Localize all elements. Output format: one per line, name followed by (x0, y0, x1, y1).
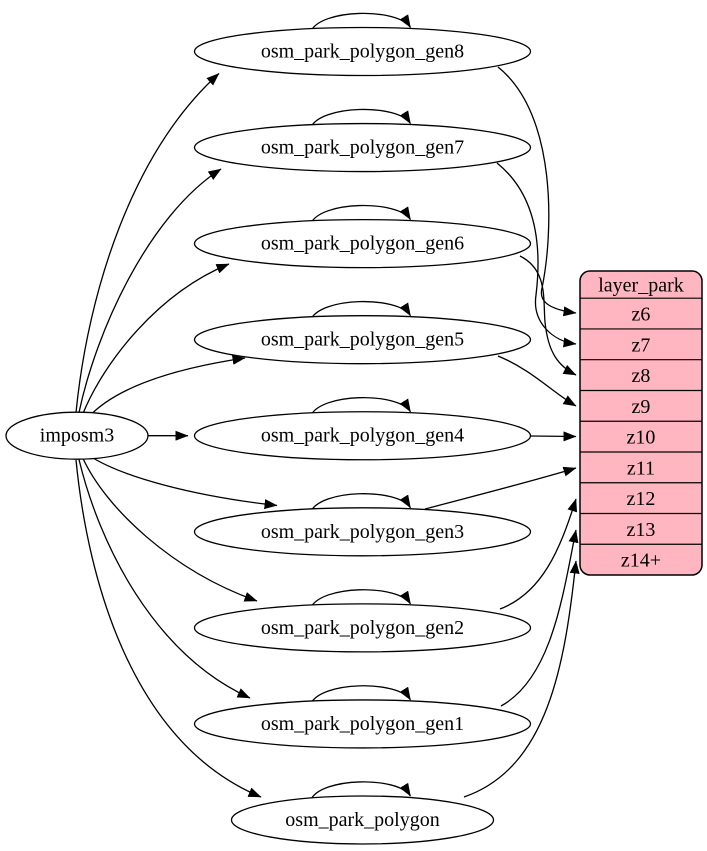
table-node-osm_park_polygon_gen7: osm_park_polygon_gen7 (193, 122, 532, 173)
edge-imposm3-to-osm_park_polygon_gen8 (75, 73, 220, 413)
edge-osm_park_polygon_gen3-to-z11 (424, 466, 577, 510)
layer-table-row-z12: z12 (627, 488, 656, 510)
self-loop-osm_park_polygon_gen1 (309, 685, 412, 705)
table-node-osm_park_polygon_gen4: osm_park_polygon_gen4 (193, 411, 532, 461)
source-node-imposm3: imposm3 (5, 411, 149, 460)
table-node-ellipse-osm_park_polygon_gen7 (193, 122, 532, 173)
layer-table-title: layer_park (598, 275, 684, 297)
self-loop-osm_park_polygon_gen5 (309, 300, 412, 321)
edge-osm_park_polygon_gen5-to-z9 (497, 355, 577, 407)
table-node-label-osm_park_polygon: osm_park_polygon (285, 809, 439, 831)
table-node-ellipse-osm_park_polygon_gen8 (193, 26, 532, 77)
table-node-label-osm_park_polygon_gen3: osm_park_polygon_gen3 (261, 521, 464, 543)
edge-imposm3-to-osm_park_polygon_gen7 (78, 168, 222, 413)
table-node-label-osm_park_polygon_gen1: osm_park_polygon_gen1 (261, 713, 464, 735)
table-node-osm_park_polygon_gen5: osm_park_polygon_gen5 (193, 315, 532, 365)
table-node-ellipse-osm_park_polygon_gen1 (193, 699, 532, 749)
table-node-label-osm_park_polygon_gen8: osm_park_polygon_gen8 (261, 41, 464, 63)
edge-imposm3-to-osm_park_polygon (75, 459, 262, 798)
table-node-osm_park_polygon_gen3: osm_park_polygon_gen3 (193, 507, 532, 557)
layer-table-row-z9: z9 (632, 396, 651, 418)
table-node-osm_park_polygon_gen2: osm_park_polygon_gen2 (193, 603, 532, 653)
table-node-osm_park_polygon_gen8: osm_park_polygon_gen8 (193, 26, 532, 77)
edge-osm_park_polygon_gen6-to-z8 (519, 255, 577, 376)
self-loop-osm_park_polygon_gen4 (309, 397, 412, 417)
table-node-label-osm_park_polygon_gen4: osm_park_polygon_gen4 (261, 425, 464, 447)
source-node-label: imposm3 (40, 425, 114, 447)
layer-table-row-z13: z13 (627, 519, 656, 541)
edge-osm_park_polygon_gen1-to-z13 (500, 529, 579, 707)
table-node-osm_park_polygon_gen1: osm_park_polygon_gen1 (193, 699, 532, 749)
self-loop-osm_park_polygon_gen6 (309, 204, 412, 225)
edge-imposm3-to-osm_park_polygon_gen5 (88, 354, 246, 417)
layer-table-layer_park: layer_park z6 z7 z8 z9 z10 z11 z12 z13 z14+ (579, 270, 703, 576)
layer-table-row-z14+: z14+ (621, 550, 661, 572)
layer-table-row-z6: z6 (632, 304, 651, 326)
table-node-ellipse-osm_park_polygon_gen6 (193, 218, 532, 269)
edge-imposm3-to-osm_park_polygon_gen2 (82, 458, 258, 602)
edge-imposm3-to-osm_park_polygon_gen3 (88, 454, 278, 510)
self-loop-osm_park_polygon (309, 781, 412, 801)
edge-imposm3-to-osm_park_polygon_gen1 (78, 459, 251, 699)
table-node-label-osm_park_polygon_gen7: osm_park_polygon_gen7 (261, 137, 464, 159)
edge-osm_park_polygon_gen7-to-z7 (496, 162, 577, 348)
layer-table-row-z8: z8 (632, 365, 651, 387)
table-node-ellipse-osm_park_polygon_gen2 (193, 603, 532, 653)
layer-table-frame (579, 270, 703, 576)
source-node-ellipse (5, 411, 149, 460)
layer-table-row-z10: z10 (627, 427, 656, 449)
table-node-osm_park_polygon_gen6: osm_park_polygon_gen6 (193, 218, 532, 269)
self-loop-osm_park_polygon_gen3 (309, 493, 412, 513)
table-node-osm_park_polygon: osm_park_polygon (230, 795, 495, 845)
edge-osm_park_polygon_gen4-to-z10 (530, 431, 577, 442)
edge-imposm3-to-osm_park_polygon_gen6 (82, 263, 230, 414)
table-node-ellipse-osm_park_polygon (230, 795, 495, 845)
layer-table-row-z11: z11 (627, 457, 655, 479)
layer-table-row-z7: z7 (632, 334, 651, 356)
edge-osm_park_polygon-to-z14+ (463, 560, 580, 798)
table-node-label-osm_park_polygon_gen5: osm_park_polygon_gen5 (261, 329, 464, 351)
table-node-label-osm_park_polygon_gen6: osm_park_polygon_gen6 (261, 233, 464, 255)
edge-osm_park_polygon_gen8-to-z6 (497, 66, 577, 317)
self-loop-osm_park_polygon_gen2 (309, 589, 412, 609)
table-node-ellipse-osm_park_polygon_gen3 (193, 507, 532, 557)
edge-osm_park_polygon_gen2-to-z12 (499, 498, 578, 610)
self-loop-osm_park_polygon_gen7 (309, 108, 412, 129)
table-node-ellipse-osm_park_polygon_gen4 (193, 411, 532, 461)
self-loop-osm_park_polygon_gen8 (309, 12, 412, 33)
table-node-ellipse-osm_park_polygon_gen5 (193, 315, 532, 365)
table-node-label-osm_park_polygon_gen2: osm_park_polygon_gen2 (261, 617, 464, 639)
